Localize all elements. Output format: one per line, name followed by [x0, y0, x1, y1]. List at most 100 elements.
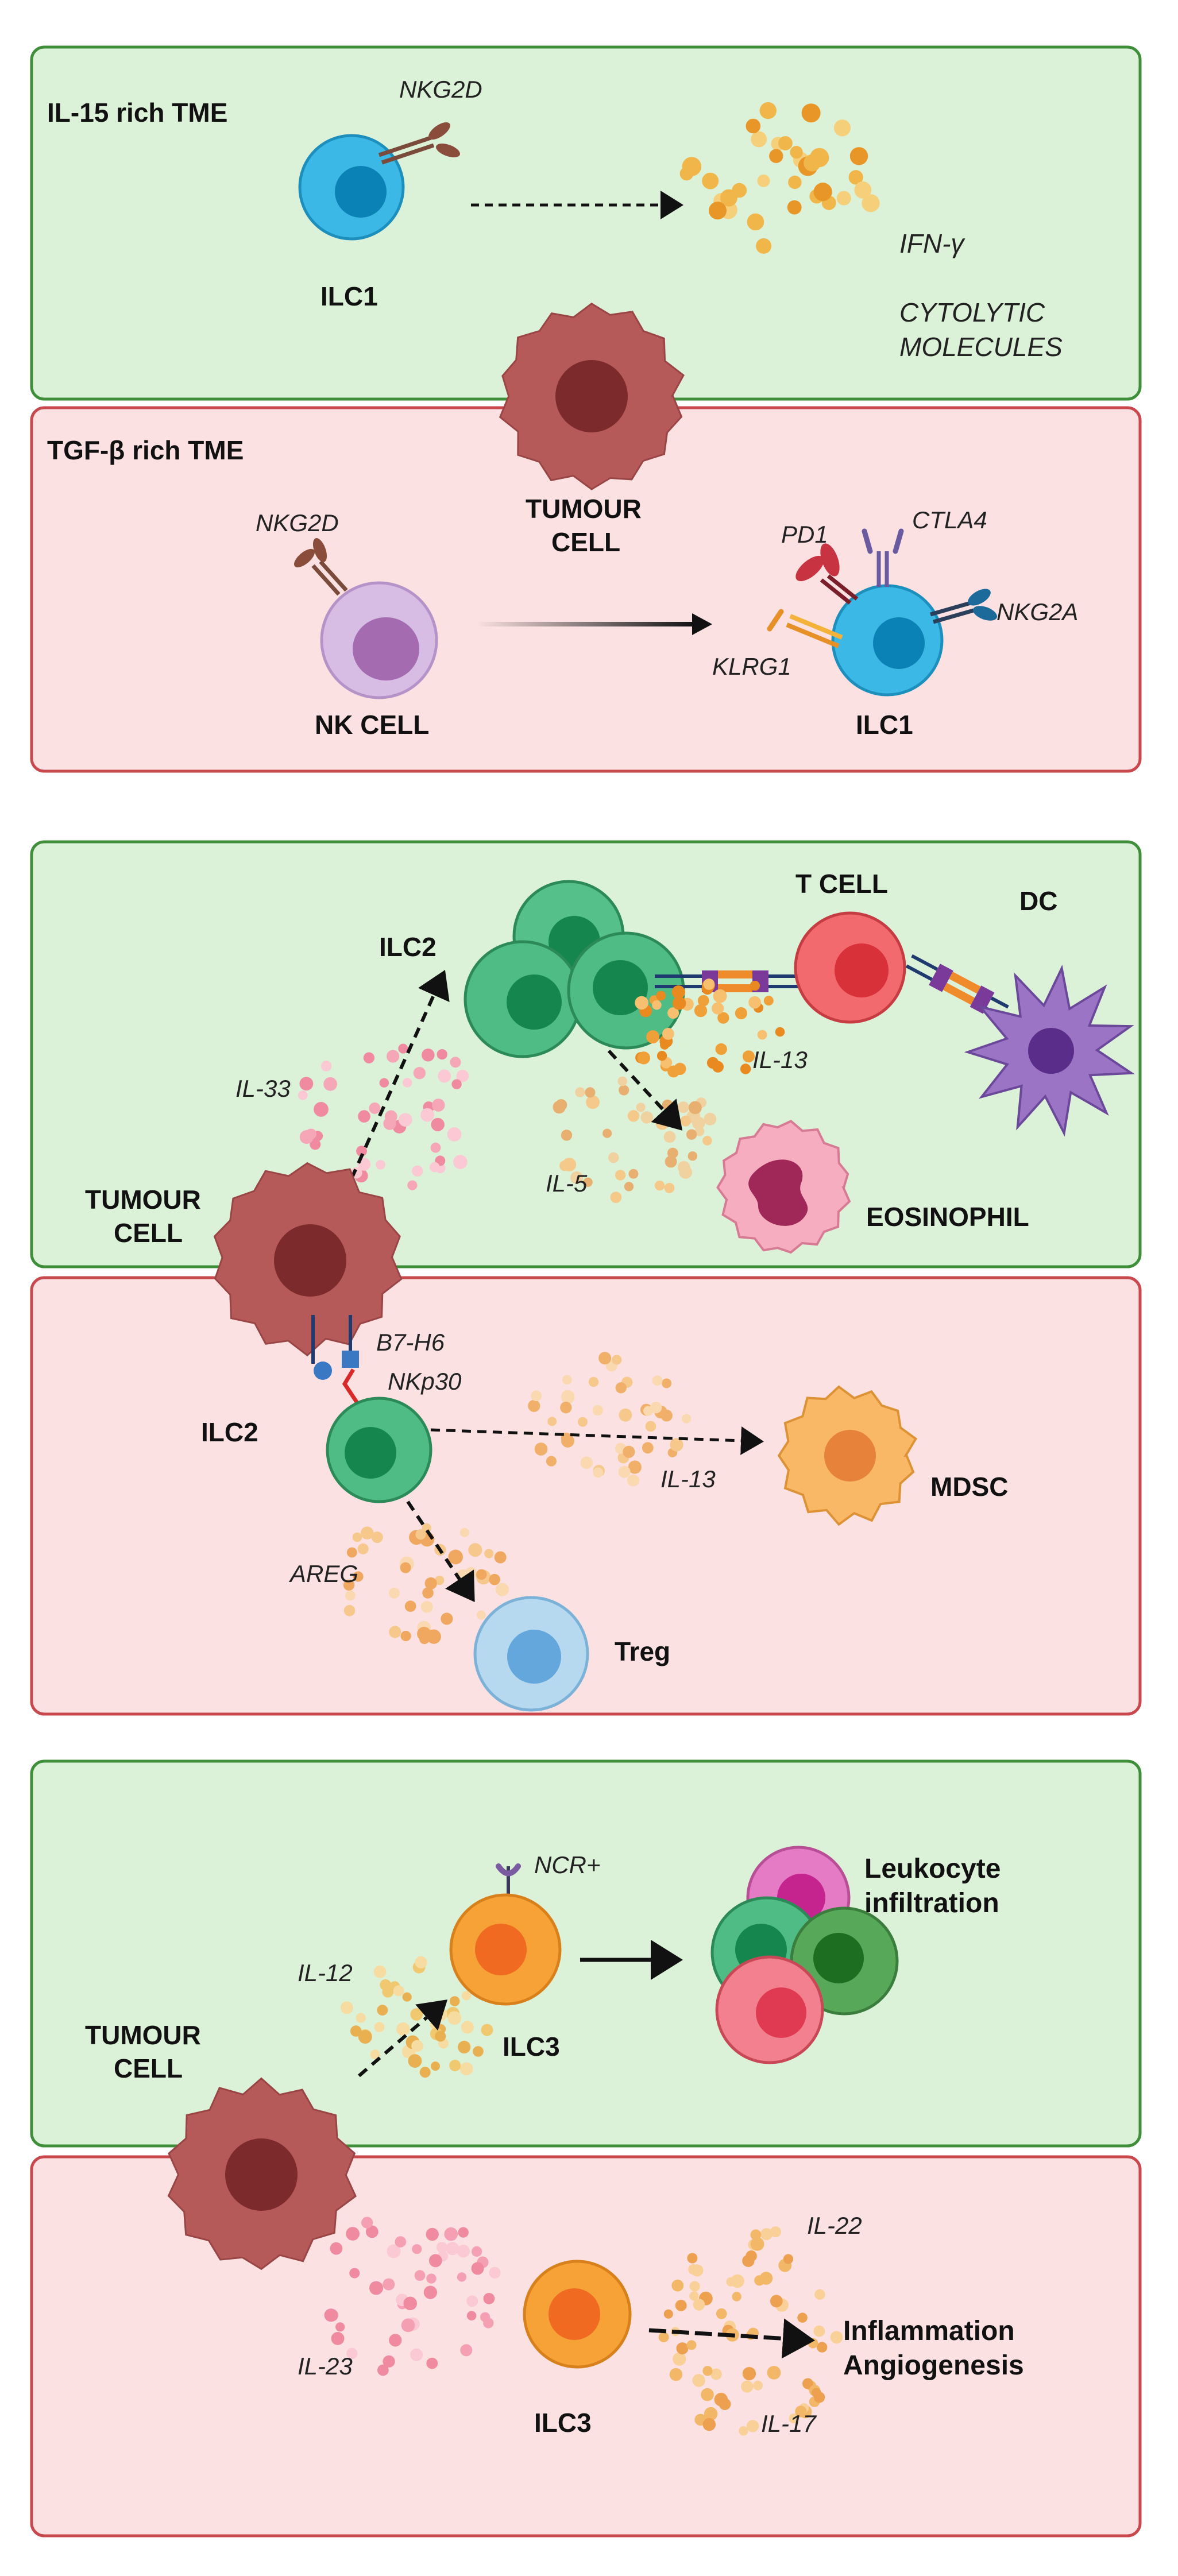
dashed-arrow-tumour-to-ilc3 [358, 1999, 448, 2078]
molecule-dot [384, 1110, 397, 1123]
molecule-dot [789, 2413, 799, 2424]
treg-cell [473, 1596, 589, 1712]
molecule-dot [813, 183, 832, 202]
molecule-dot [628, 1169, 639, 1179]
molecule-dot [346, 2347, 358, 2360]
molecule-dot [658, 2332, 669, 2342]
molecule-dot [808, 2338, 818, 2349]
molecule-dot [688, 1151, 698, 1161]
molecule-dot [436, 2242, 447, 2253]
molecule-dot [458, 2227, 469, 2238]
molecule-dot [578, 1417, 588, 1427]
dashed-arrow-tumour-to-ilc2 [329, 970, 450, 1227]
molecule-dot [426, 2357, 438, 2369]
molecule-dot [349, 2268, 360, 2279]
molecule-dot [361, 1526, 374, 1540]
ilc1-cell-green [298, 122, 460, 241]
molecule-dot [387, 1050, 400, 1063]
molecule-dot [343, 1605, 356, 1616]
molecule-dot [702, 1136, 712, 1146]
molecule-dot [833, 119, 851, 137]
molecule-dot [694, 1004, 708, 1018]
molecule-dot [422, 1587, 434, 1599]
molecule-dot [751, 131, 767, 148]
molecule-dot [814, 2289, 825, 2300]
arrow-nk-to-ilc1-shaft [477, 622, 695, 626]
molecule-dot [667, 1065, 680, 1078]
molecule-dot [528, 1399, 540, 1412]
molecule-dot [662, 1378, 672, 1388]
molecule-dot [389, 1626, 401, 1638]
molecule-dot [669, 2368, 683, 2381]
eosinophil-cell [716, 1120, 851, 1254]
inflammation-label-line2: Angiogenesis [843, 2350, 1024, 2381]
molecule-dot [489, 1573, 500, 1585]
molecule-dot [412, 2244, 422, 2254]
molecule-dot [656, 1051, 667, 1061]
ctla4-receptor-icon [862, 528, 904, 587]
molecule-dot [753, 2380, 763, 2391]
molecule-dot [299, 1130, 314, 1144]
molecule-dot [546, 1456, 557, 1467]
molecule-dot [801, 103, 821, 123]
molecule-dot [395, 2236, 407, 2248]
molecule-dot [654, 1180, 665, 1191]
molecule-dot [371, 1531, 383, 1544]
molecule-dot [561, 1390, 575, 1404]
molecule-dot [627, 1474, 639, 1487]
molecule-dot [702, 2366, 713, 2376]
dc-label: DC [1019, 886, 1057, 916]
molecule-dot [441, 1612, 453, 1625]
molecule-dot [451, 1079, 462, 1089]
molecule-dot [373, 1965, 387, 1978]
molecule-dot [473, 2046, 484, 2057]
molecule-dot [830, 2331, 843, 2344]
molecule-dot [763, 996, 774, 1006]
molecule-dot [466, 2295, 478, 2307]
molecule-dot [817, 2342, 828, 2353]
molecule-dot [715, 1043, 727, 1055]
molecule-dot [583, 1177, 593, 1187]
molecule-dot [370, 2049, 380, 2060]
cytolytic-label-line2: MOLECULES [899, 332, 1063, 362]
molecule-dot [363, 1052, 375, 1063]
nkg2a-label: NKG2A [997, 598, 1078, 625]
nkg2d-label-green: NKG2D [399, 76, 482, 103]
molecule-dot [717, 1012, 729, 1024]
molecule-dot [431, 1117, 445, 1132]
il13-bottom-label: IL-13 [661, 1465, 716, 1492]
molecule-dot [759, 2272, 773, 2285]
molecule-dot [731, 2274, 744, 2288]
molecule-dot [849, 147, 868, 165]
molecule-dot [662, 1028, 674, 1040]
molecule-dot [430, 1162, 440, 1173]
molecule-dot [356, 2013, 366, 2023]
molecule-dot [398, 1113, 412, 1127]
molecule-dot [383, 2355, 395, 2368]
molecule-dot [476, 1610, 486, 1620]
molecule-dot [299, 1077, 314, 1091]
molecule-dot [813, 2325, 825, 2337]
ncr-receptor-icon [496, 1863, 521, 1895]
molecule-dot [458, 2040, 471, 2054]
synapse-tcell-dc [905, 954, 1009, 1019]
molecule-dot [697, 995, 709, 1007]
molecule-dot [687, 2253, 698, 2264]
molecule-dot [692, 2374, 705, 2387]
molecule-dot [531, 1390, 542, 1402]
molecule-dot [410, 2348, 423, 2361]
molecule-dot [670, 1438, 683, 1452]
molecule-dot [709, 202, 727, 220]
ilc2-cluster [464, 880, 685, 1058]
ncr-label: NCR+ [534, 1851, 601, 1878]
molecule-dot [750, 2237, 764, 2251]
treg-label: Treg [615, 1637, 670, 1666]
molecule-dot [472, 2246, 482, 2257]
molecule-dot [612, 1355, 622, 1365]
molecule-dot [652, 1375, 663, 1386]
molecule-dot [400, 1562, 411, 1573]
dendritic-cell [964, 964, 1135, 1137]
molecule-dot [437, 1049, 447, 1060]
molecule-dot [742, 1050, 755, 1063]
t-cell [794, 911, 906, 1024]
